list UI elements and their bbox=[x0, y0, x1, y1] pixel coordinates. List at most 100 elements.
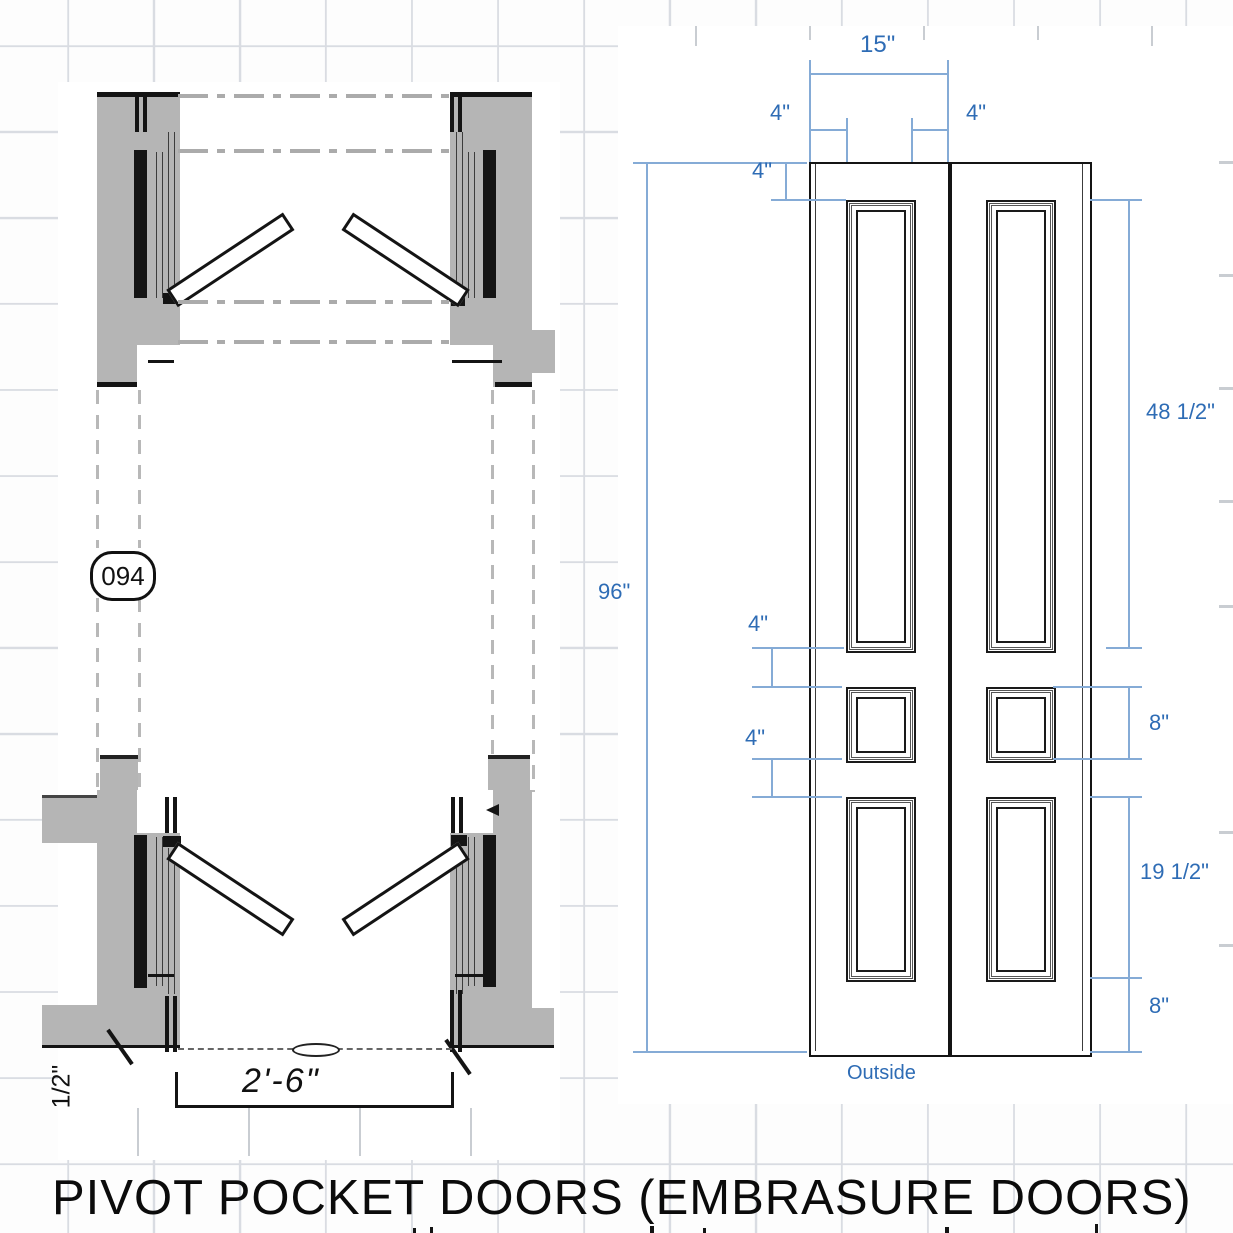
dim-bracket bbox=[451, 1072, 454, 1108]
pivot-jamb bbox=[173, 797, 177, 833]
dim-line bbox=[1128, 796, 1130, 979]
dim-bottom-rail: 8" bbox=[1149, 993, 1170, 1018]
dim-line bbox=[771, 647, 773, 688]
pivot-jamb bbox=[165, 797, 169, 833]
cut-mark bbox=[455, 974, 495, 977]
dim-line bbox=[1128, 686, 1130, 760]
witness-line bbox=[752, 796, 842, 798]
cut-mark bbox=[148, 360, 174, 363]
dim-line bbox=[809, 129, 848, 131]
dim-line bbox=[1128, 199, 1130, 649]
pocket-track-line bbox=[162, 837, 163, 986]
door-edge-line bbox=[450, 97, 454, 132]
witness-line bbox=[752, 686, 842, 688]
cad-grid-tick bbox=[1219, 387, 1233, 390]
pivot-jamb bbox=[451, 797, 455, 833]
witness-line bbox=[809, 60, 811, 162]
wall-bump bbox=[532, 330, 555, 373]
witness-line bbox=[1106, 647, 1142, 649]
clipped-text-mark bbox=[430, 1227, 433, 1233]
wall-cap bbox=[42, 1045, 180, 1048]
witness-line bbox=[947, 60, 949, 162]
cut-mark bbox=[452, 360, 502, 363]
cad-grid-tick bbox=[1219, 274, 1233, 277]
door-panel-top bbox=[846, 200, 916, 653]
door-edge-line bbox=[458, 990, 462, 1052]
outside-label: Outside bbox=[847, 1062, 916, 1084]
pocket-track-line bbox=[468, 152, 469, 298]
pocket-track-line bbox=[162, 152, 163, 298]
door-tag-bubble: 094 bbox=[90, 551, 156, 601]
witness-line bbox=[1053, 758, 1142, 760]
pocket-track-line bbox=[156, 152, 157, 298]
jamb-notch bbox=[450, 790, 493, 833]
door-face-line bbox=[168, 132, 169, 293]
track-line bbox=[178, 340, 452, 344]
door-face-line bbox=[168, 848, 169, 994]
witness-line bbox=[1090, 1051, 1142, 1053]
jamb-notch bbox=[137, 790, 180, 833]
door-edge-line bbox=[450, 990, 454, 1052]
door-face-line bbox=[174, 132, 175, 293]
wall-cap bbox=[97, 382, 137, 387]
witness-line bbox=[1090, 199, 1142, 201]
track-line bbox=[178, 149, 452, 153]
dim-mid-rail-upper: 4" bbox=[748, 611, 769, 636]
clipped-text-mark bbox=[703, 1228, 706, 1233]
cad-grid-segment bbox=[809, 26, 811, 40]
cad-grid-tick bbox=[1219, 161, 1233, 164]
connector-line bbox=[138, 390, 141, 548]
pocket-track-line bbox=[156, 837, 157, 986]
connector-line bbox=[96, 598, 99, 792]
wall-flange bbox=[42, 795, 97, 843]
clipped-text-mark bbox=[1095, 1224, 1098, 1233]
dim-line bbox=[1128, 977, 1130, 1053]
pocket-track-line bbox=[468, 837, 469, 986]
clipped-text-mark bbox=[413, 1228, 416, 1233]
witness-line bbox=[911, 118, 913, 162]
dim-stile-right: 4" bbox=[966, 100, 987, 125]
wall-cap bbox=[97, 92, 180, 97]
wall-flange bbox=[532, 1008, 554, 1048]
door-panel-middle bbox=[986, 687, 1056, 763]
dim-overall-height: 96" bbox=[598, 579, 631, 604]
dim-top-rail: 4" bbox=[752, 158, 773, 183]
cad-grid-segment bbox=[923, 26, 925, 40]
pivot-jamb bbox=[459, 797, 463, 833]
connector-line bbox=[491, 390, 494, 792]
dim-line bbox=[809, 73, 949, 75]
pocket-track-line bbox=[474, 837, 475, 986]
cad-grid-segment bbox=[695, 26, 697, 46]
witness-line bbox=[752, 647, 844, 649]
witness-line bbox=[752, 758, 842, 760]
dim-bracket bbox=[175, 1072, 178, 1108]
door-face-line bbox=[462, 132, 463, 293]
pocket-door-slab bbox=[134, 150, 147, 298]
dim-bracket bbox=[175, 1105, 454, 1108]
dim-line bbox=[646, 162, 648, 1052]
clipped-text-mark bbox=[945, 1227, 949, 1233]
wall-stub bbox=[100, 755, 138, 796]
witness-line bbox=[633, 1051, 807, 1053]
threshold-arc bbox=[292, 1043, 340, 1057]
door-edge-line bbox=[135, 97, 139, 132]
clipped-text-mark bbox=[650, 1226, 654, 1233]
door-tag-label: 094 bbox=[101, 560, 145, 591]
cad-grid-tick bbox=[1219, 605, 1233, 608]
pivot-jamb bbox=[163, 836, 181, 847]
dim-bottom-panel: 19 1/2" bbox=[1140, 859, 1209, 884]
connector-line bbox=[96, 390, 99, 548]
door-panel-top bbox=[986, 200, 1056, 653]
cad-grid-tick bbox=[1219, 831, 1233, 834]
jamb-notch bbox=[450, 345, 493, 387]
dim-square-panel: 8" bbox=[1149, 710, 1170, 735]
witness-line bbox=[846, 118, 848, 162]
witness-line bbox=[1090, 977, 1142, 979]
wall-width-note: 1/2" bbox=[47, 1064, 76, 1109]
witness-line bbox=[771, 199, 846, 201]
stile-edge-line bbox=[815, 164, 816, 1051]
cad-grid-segment bbox=[1151, 26, 1153, 46]
stile-edge-line bbox=[1082, 164, 1083, 1051]
pocket-track-line bbox=[474, 152, 475, 298]
